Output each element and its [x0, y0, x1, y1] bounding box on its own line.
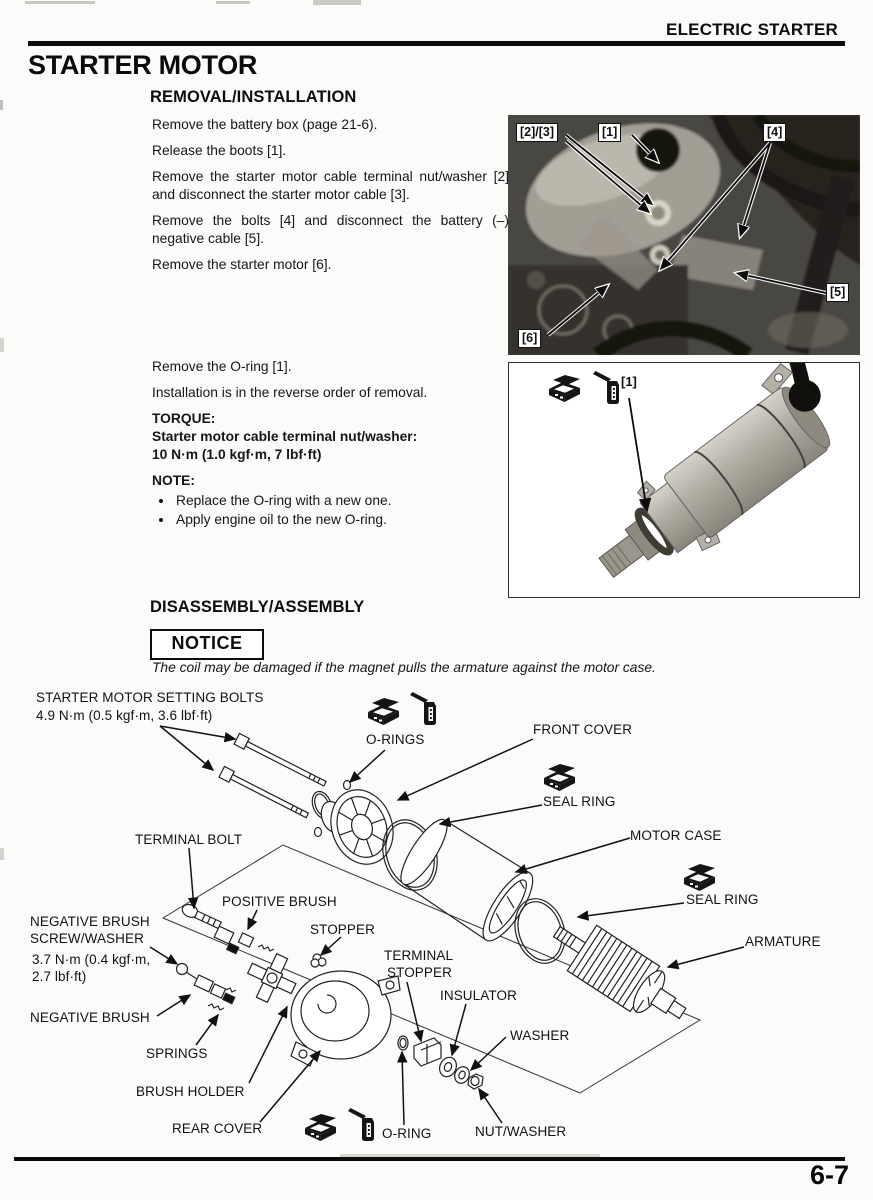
- step: Remove the starter motor cable terminal …: [152, 169, 509, 202]
- label-armature: ARMATURE: [745, 934, 821, 949]
- note-heading: NOTE:: [152, 473, 195, 488]
- torque-heading: TORQUE:: [152, 411, 216, 426]
- callout-2-3: [2]/[3]: [516, 123, 559, 142]
- removal-heading: REMOVAL/INSTALLATION: [150, 88, 357, 106]
- label-setting-bolts-torque: 4.9 N·m (0.5 kgf·m, 3.6 lbf·ft): [36, 708, 213, 723]
- label-negative-brush: NEGATIVE BRUSH: [30, 1010, 150, 1025]
- new-part-icon: [305, 1114, 336, 1141]
- label-insulator: INSULATOR: [440, 988, 517, 1003]
- label-terminal-bolt: TERMINAL BOLT: [135, 832, 243, 847]
- installation-notes: Remove the O-ring [1]. Installation is i…: [152, 358, 509, 530]
- diagram-leader-arrows: [149, 725, 745, 1126]
- callout-4: [4]: [763, 123, 787, 142]
- starter-motor-photo: [1]: [508, 314, 860, 598]
- engine-photo-scenery: [508, 111, 862, 362]
- page-number: 6-7: [809, 1160, 849, 1190]
- label-negative-brush-screw: NEGATIVE BRUSH: [30, 914, 150, 929]
- step: Release the boots [1].: [152, 143, 287, 158]
- section-header: ELECTRIC STARTER: [666, 20, 838, 39]
- label-stopper: STOPPER: [310, 922, 375, 937]
- scan-artifact: [0, 100, 3, 110]
- note-item: Apply engine oil to the new O-ring.: [174, 511, 509, 529]
- label-o-ring: O-RING: [382, 1126, 432, 1141]
- step: Remove the bolts [4] and disconnect the …: [152, 213, 509, 246]
- label-positive-brush: POSITIVE BRUSH: [222, 894, 337, 909]
- label-o-rings: O-RINGS: [366, 732, 425, 747]
- step: Remove the battery box (page 21-6).: [152, 117, 378, 132]
- new-part-icon: [544, 764, 575, 791]
- oring-leader-arrow: [628, 397, 652, 513]
- label-negative-brush-torque2: 2.7 lbf·ft): [32, 969, 87, 984]
- label-nut-washer: NUT/WASHER: [475, 1124, 567, 1139]
- new-part-icon: [549, 375, 580, 402]
- notice-box: NOTICE: [150, 629, 264, 660]
- label-front-cover: FRONT COVER: [533, 722, 633, 737]
- photo2-art: [598, 314, 831, 579]
- torque-value: 10 N·m (1.0 kgf·m, 7 lbf·ft): [152, 447, 322, 462]
- header-rule: [28, 41, 845, 46]
- scan-artifact: [313, 0, 361, 5]
- scan-artifact: [216, 1, 250, 4]
- oil-icon: [410, 692, 436, 725]
- new-part-icon: [684, 864, 715, 891]
- removal-steps: Remove the battery box (page 21-6). Rele…: [152, 116, 509, 282]
- callout-oring-1: [1]: [621, 373, 637, 390]
- scan-artifact: [25, 1, 95, 4]
- note-item: Replace the O-ring with a new one.: [174, 492, 509, 510]
- starter-location-photo: [2]/[3] [1] [4] [5] [6]: [508, 111, 862, 362]
- starter-motor-drawing: [598, 314, 831, 579]
- label-negative-brush-screw2: SCREW/WASHER: [30, 931, 144, 946]
- oring-step: Remove the O-ring [1].: [152, 359, 292, 374]
- scan-artifact: [340, 1154, 600, 1157]
- label-brush-holder: BRUSH HOLDER: [136, 1084, 245, 1099]
- page-title: STARTER MOTOR: [28, 50, 258, 80]
- notice-text: The coil may be damaged if the magnet pu…: [152, 660, 656, 675]
- label-setting-bolts: STARTER MOTOR SETTING BOLTS: [36, 690, 264, 705]
- label-seal-ring-top: SEAL RING: [543, 794, 616, 809]
- exploded-diagram-art: [149, 725, 745, 1126]
- footer-rule: [14, 1157, 845, 1161]
- callout-5: [5]: [826, 283, 850, 302]
- photo1-art: [508, 111, 862, 362]
- reverse-note: Installation is in the reverse order of …: [152, 385, 428, 400]
- label-terminal-stopper2: STOPPER: [387, 965, 452, 980]
- step: Remove the starter motor [6].: [152, 257, 332, 272]
- oil-icon: [593, 371, 619, 404]
- scan-artifact: [0, 848, 4, 860]
- scan-artifact: [0, 338, 4, 352]
- oil-icon: [348, 1108, 374, 1141]
- note-list: Replace the O-ring with a new one. Apply…: [160, 492, 509, 529]
- label-washer: WASHER: [510, 1028, 570, 1043]
- label-springs: SPRINGS: [146, 1046, 208, 1061]
- torque-item: Starter motor cable terminal nut/washer:: [152, 429, 418, 444]
- exploded-diagram: STARTER MOTOR SETTING BOLTS 4.9 N·m (0.5…: [0, 686, 873, 1162]
- label-motor-case: MOTOR CASE: [630, 828, 722, 843]
- label-rear-cover: REAR COVER: [172, 1121, 263, 1136]
- label-negative-brush-torque: 3.7 N·m (0.4 kgf·m,: [32, 952, 151, 967]
- label-terminal-stopper: TERMINAL: [384, 948, 454, 963]
- new-part-icon: [368, 698, 399, 725]
- label-seal-ring-right: SEAL RING: [686, 892, 759, 907]
- leader-arrows: [547, 134, 827, 336]
- callout-6: [6]: [518, 329, 542, 348]
- disassembly-heading: DISASSEMBLY/ASSEMBLY: [150, 598, 365, 616]
- callout-1: [1]: [598, 123, 622, 142]
